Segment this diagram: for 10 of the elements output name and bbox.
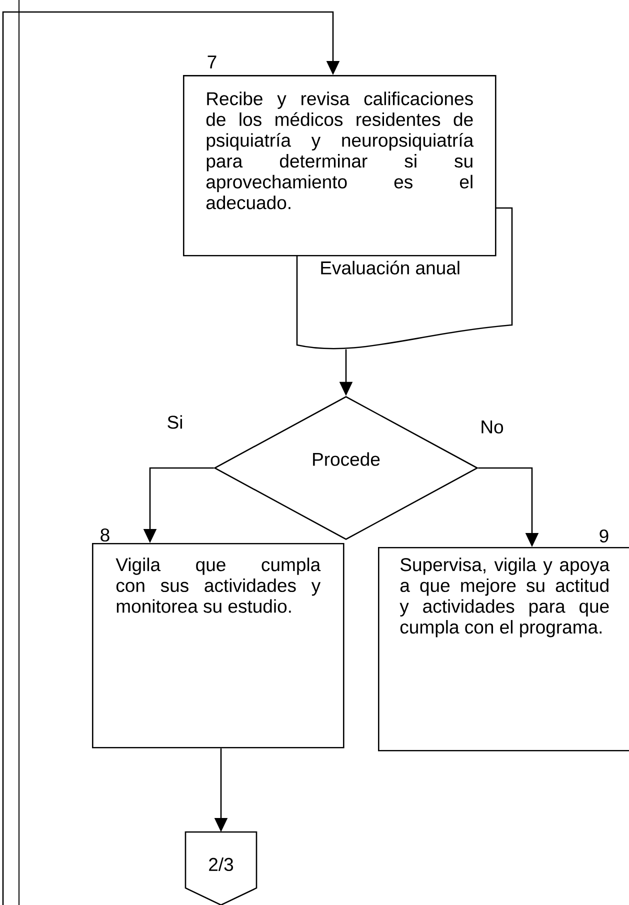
edge-label: No bbox=[479, 420, 505, 434]
step-number: 7 bbox=[208, 56, 216, 68]
arrow bbox=[2, 11, 340, 905]
off-page-connector: 2/3 bbox=[184, 831, 258, 905]
process-box: Supervisa, vigila y apoya a que mejore su actitud y actividades para que cumpla con el programa. bbox=[378, 547, 629, 752]
step-number: 9 bbox=[600, 529, 608, 543]
step-number: 8 bbox=[100, 528, 110, 542]
process-box: Vigila que cumpla con sus actividades y monitorea su estudio. bbox=[92, 543, 344, 748]
edge-label: Si bbox=[166, 414, 184, 430]
process-box: Recibe y revisa calificaciones de los médicos residentes de psiquiatría y neuropsiquiatría para determinar si su aprovechamiento es el adecuado. bbox=[183, 75, 496, 256]
